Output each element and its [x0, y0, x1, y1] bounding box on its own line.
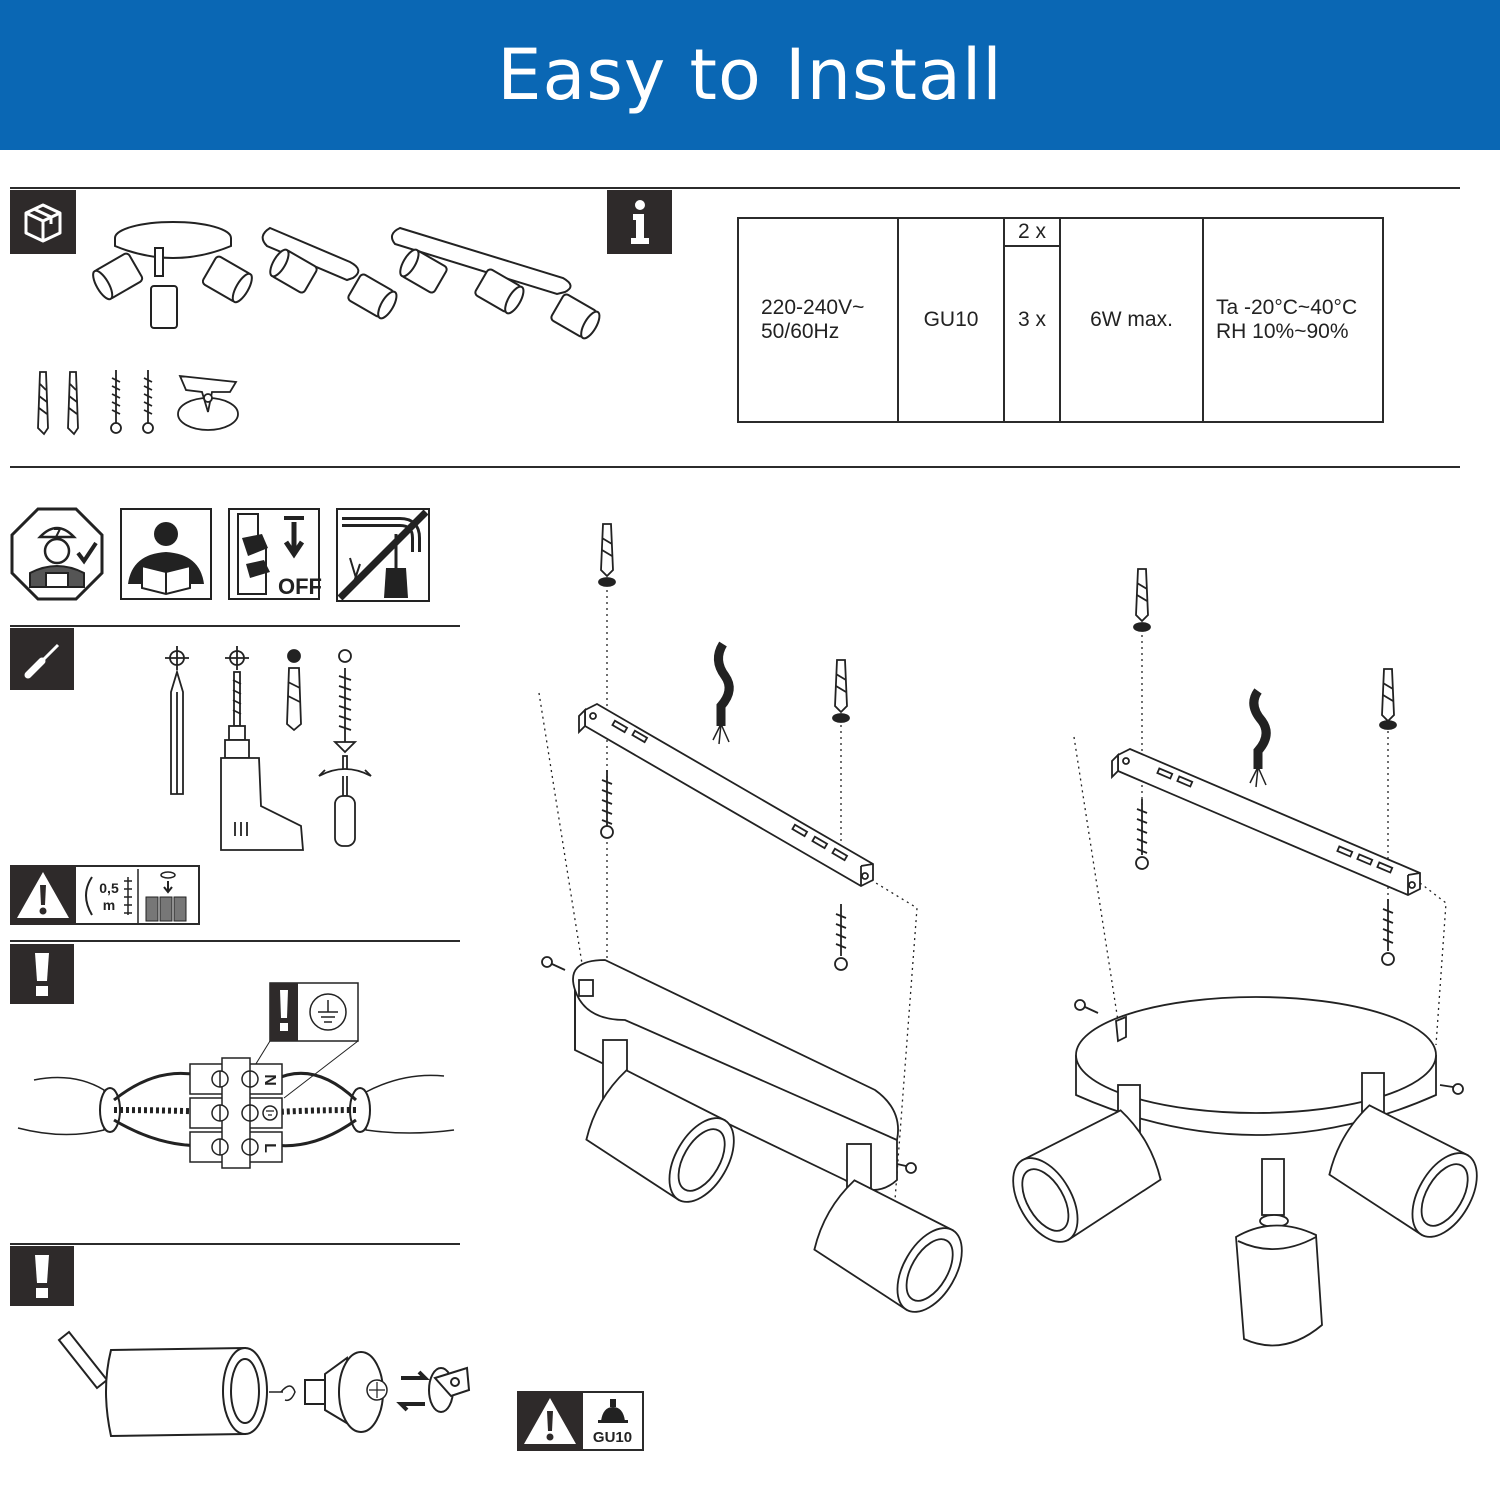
- round-fixture-assembly-diagram: [1012, 568, 1478, 1347]
- bulb-type-box: GU10: [583, 1391, 644, 1451]
- socket-type: GU10: [923, 308, 979, 331]
- cable-distance-box: 0,5 m: [76, 865, 200, 925]
- electrician-icon: [10, 507, 104, 601]
- cable-distance-icon: 0,5 m: [85, 876, 132, 916]
- quantity-2x: 2 x: [1017, 220, 1046, 243]
- terminal-label-neutral: N: [261, 1074, 278, 1086]
- socket-cell: GU10: [899, 219, 1005, 421]
- power-rating: 6W max.: [1090, 308, 1173, 331]
- warning-exclamation-icon: [10, 944, 74, 1004]
- quantity-cell: 2 x 3 x: [1005, 219, 1061, 421]
- distance-unit: m: [103, 897, 115, 913]
- bulb-replacement-illustration: [57, 1330, 471, 1438]
- package-box-icon: [10, 190, 76, 254]
- cable-detector-icon: [137, 869, 187, 923]
- page-title: Easy to Install: [497, 34, 1003, 116]
- relative-humidity: RH 10%~90%: [1216, 320, 1349, 343]
- warning-triangle-icon: [517, 1391, 583, 1451]
- distance-value: 0,5: [99, 880, 119, 896]
- read-manual-icon: [120, 508, 212, 600]
- header-banner: Easy to Install: [0, 0, 1500, 150]
- info-icon: [607, 190, 672, 254]
- section-divider: [10, 466, 1460, 468]
- warning-triangle-icon: [10, 865, 76, 925]
- screwdriver-icon: [10, 628, 74, 690]
- quantity-3x: 3 x: [1017, 308, 1046, 331]
- frequency: 50/60Hz: [761, 320, 840, 343]
- power-off-icon: OFF: [228, 508, 322, 600]
- power-cell: 6W max.: [1061, 219, 1204, 421]
- off-label: OFF: [278, 574, 322, 599]
- specifications-table: 220-240V~ 50/60Hz GU10 2 x 3 x 6W max. T…: [737, 217, 1384, 423]
- hardware-kit: [37, 370, 239, 436]
- ambient-temperature: Ta -20°C~40°C: [1216, 296, 1358, 319]
- warning-exclamation-icon: [10, 1246, 74, 1306]
- wiring-connector-illustration: N L: [17, 982, 455, 1169]
- section-divider: [10, 940, 460, 942]
- environment-cell: Ta -20°C~40°C RH 10%~90%: [1204, 219, 1382, 421]
- voltage-range: 220-240V~: [761, 296, 865, 319]
- section-divider: [10, 1243, 460, 1245]
- bar-fixture-assembly-diagram: [538, 523, 963, 1313]
- product-illustrations: [92, 221, 601, 340]
- no-drilling-cables-icon: [336, 508, 430, 602]
- gu10-bulb-icon: [598, 1399, 628, 1423]
- terminal-label-live: L: [261, 1143, 278, 1153]
- voltage-cell: 220-240V~ 50/60Hz: [739, 219, 899, 421]
- tools-illustration: [165, 646, 372, 851]
- section-divider: [10, 187, 1460, 189]
- gu10-label: GU10: [592, 1429, 633, 1446]
- section-divider: [10, 625, 460, 627]
